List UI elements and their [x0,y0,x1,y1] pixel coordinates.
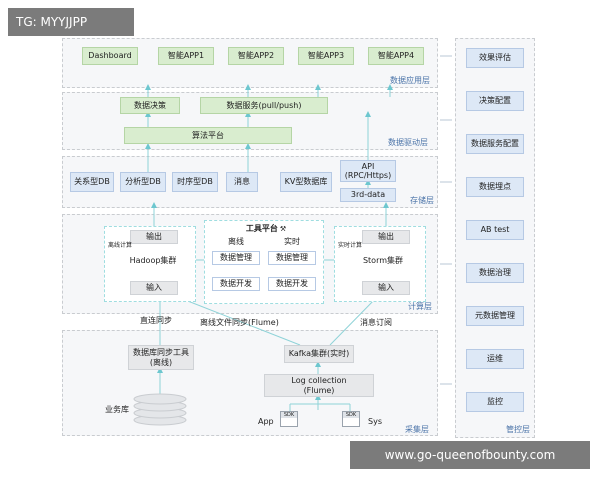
sys-sdk-text: SDK [343,412,359,418]
data-decision-box: 数据决策 [120,97,180,114]
control-metadata-mgmt: 元数据管理 [466,306,524,326]
realtime-data-dev-box: 数据开发 [268,277,316,291]
log-collection-box: Log collection (Flume) [264,374,374,397]
control-layer-label: 管控层 [506,425,530,434]
control-tracking: 数据埋点 [466,177,524,197]
driver-layer-label: 数据驱动层 [388,138,428,147]
watermark-top-left: TG: MYYJJPP [8,8,134,36]
third-data-box: 3rd-data [340,188,396,202]
arrow-kafka-to-hadoop [172,294,301,346]
relational-db-box: 关系型DB [70,172,114,192]
data-service-box: 数据服务(pull/push) [200,97,328,114]
tool-platform-title-text: 工具平台 [245,224,278,234]
timeseries-db-box: 时序型DB [172,172,218,192]
arrow-kafka-to-storm [329,293,381,346]
offline-calc-label: 离线计算 [108,242,133,249]
hadoop-input-box: 输入 [130,281,178,295]
app-sdk-text: SDK [281,412,297,418]
algo-platform-box: 算法平台 [124,127,292,144]
collect-layer [62,330,438,436]
control-data-service-config: 数据服务配置 [466,134,524,154]
storm-input-box: 输入 [362,281,410,295]
control-monitoring: 监控 [466,392,524,412]
control-decision-config: 决策配置 [466,91,524,111]
api-box: API (RPC/Https) [340,160,396,182]
message-box: 消息 [226,172,258,192]
app-sdk-icon: SDK [280,411,298,427]
direct-sync-label: 直连同步 [140,316,172,325]
offline-tool-label: 离线 [228,237,244,247]
realtime-data-mgmt-box: 数据管理 [268,251,316,265]
watermark-bottom-right: www.go-queenofbounty.com [350,441,590,469]
smart-app1-box: 智能APP1 [158,47,214,65]
db-sync-tool-box: 数据库同步工具 (离线) [128,345,194,370]
compute-layer-label: 计算层 [408,302,432,311]
kafka-cluster-box: Kafka集群(实时) [284,345,354,363]
control-ops: 运维 [466,349,524,369]
storm-output-box: 输出 [362,230,410,244]
hadoop-output-box: 输出 [130,230,178,244]
dashboard-box: Dashboard [82,47,138,65]
hadoop-cluster-label: Hadoop集群 [129,256,177,266]
smart-app3-box: 智能APP3 [298,47,354,65]
realtime-calc-label: 实时计算 [338,242,363,249]
storm-cluster-label: Storm集群 [362,256,404,266]
offline-data-dev-box: 数据开发 [212,277,260,291]
kv-db-box: KV型数据库 [280,172,332,192]
offline-file-sync-label: 离线文件同步(Flume) [200,318,279,327]
app-layer-label: 数据应用层 [390,76,430,85]
sys-label: Sys [368,417,382,426]
realtime-tool-label: 实时 [284,237,300,247]
smart-app2-box: 智能APP2 [228,47,284,65]
offline-data-mgmt-box: 数据管理 [212,251,260,265]
control-effect-eval: 效果评估 [466,48,524,68]
smart-app4-box: 智能APP4 [368,47,424,65]
control-data-governance: 数据治理 [466,263,524,283]
storage-layer-label: 存储层 [410,196,434,205]
tool-platform-title: 工具平台 ⚒ [240,223,292,235]
tools-icon: ⚒ [279,224,287,233]
app-label: App [258,417,274,426]
sys-sdk-icon: SDK [342,411,360,427]
collect-layer-label: 采集层 [405,425,429,434]
message-subscription-label: 消息订阅 [360,318,392,327]
control-ab-test: AB test [466,220,524,240]
control-double-arrows [440,55,452,385]
business-db-label: 业务库 [105,405,129,414]
analytic-db-box: 分析型DB [120,172,166,192]
